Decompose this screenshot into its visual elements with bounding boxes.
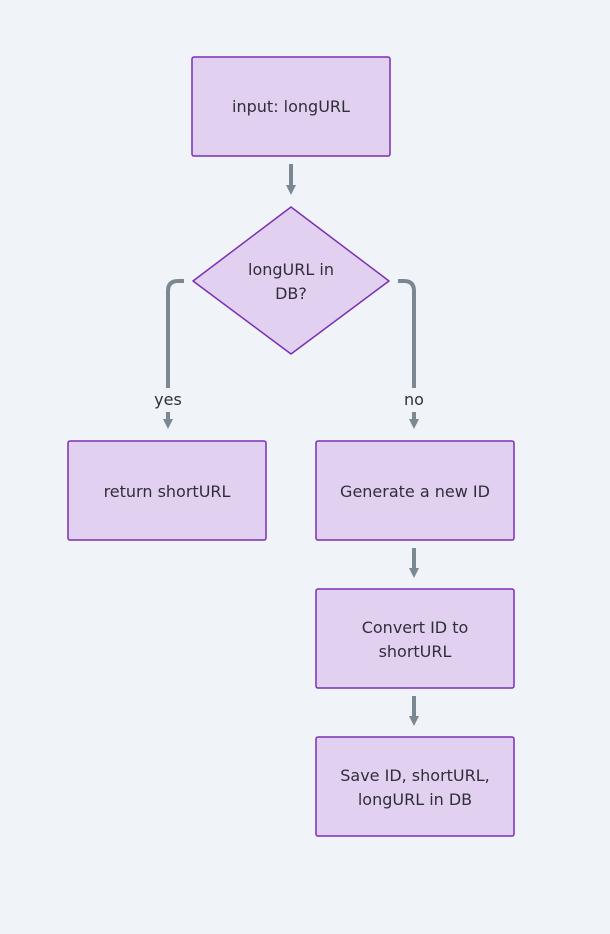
node-generate: Generate a new ID <box>315 440 515 541</box>
node-input: input: longURL <box>191 56 391 157</box>
node-decision: longURL in DB? <box>192 206 390 355</box>
node-convert-box <box>315 588 515 689</box>
node-input-box <box>191 56 391 157</box>
node-convert-label-line1: Convert ID to <box>362 618 469 637</box>
node-convert-label-line2: shortURL <box>379 642 452 661</box>
edge-label-yes: yes <box>154 390 182 409</box>
node-generate-box <box>315 440 515 541</box>
node-save: Save ID, shortURL, longURL in DB <box>315 736 515 837</box>
node-save-label-line1: Save ID, shortURL, <box>340 766 490 785</box>
node-save-label-line2: longURL in DB <box>358 790 472 809</box>
edge-decision-to-return <box>166 279 184 388</box>
node-return: return shortURL <box>67 440 267 541</box>
edge-decision-to-generate <box>398 279 416 388</box>
node-decision-diamond <box>192 206 390 355</box>
node-decision-label-line1: longURL in <box>248 260 334 279</box>
node-input-label: input: longURL <box>232 97 350 116</box>
node-return-box <box>67 440 267 541</box>
node-return-label: return shortURL <box>104 482 231 501</box>
node-decision-label-line2: DB? <box>275 284 307 303</box>
node-generate-label: Generate a new ID <box>340 482 490 501</box>
node-save-box <box>315 736 515 837</box>
node-convert: Convert ID to shortURL <box>315 588 515 689</box>
edges <box>163 164 419 726</box>
edge-label-no: no <box>404 390 424 409</box>
